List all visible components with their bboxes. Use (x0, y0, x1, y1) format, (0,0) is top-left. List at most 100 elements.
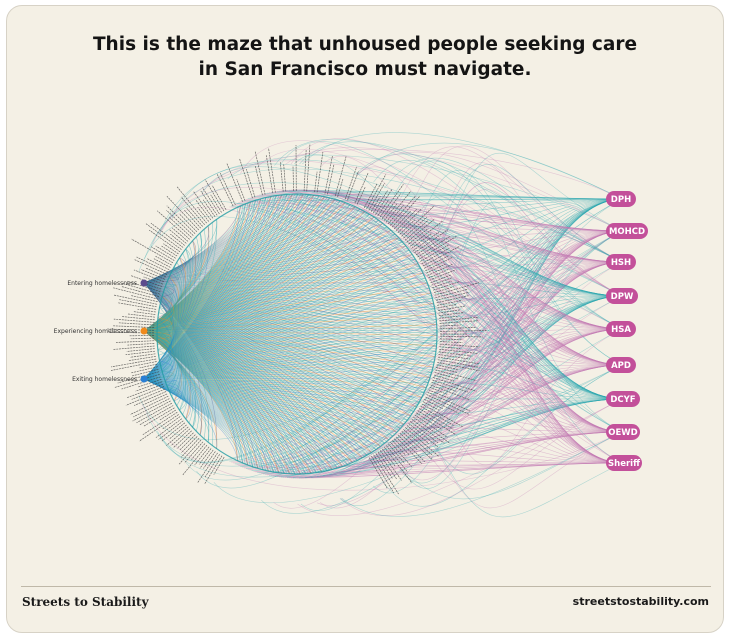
agency-node[interactable]: DCYF (606, 391, 640, 407)
service-label-mark (133, 311, 156, 315)
stage-link (143, 282, 437, 331)
agency-node[interactable]: MOHCD (606, 223, 648, 239)
agency-link (326, 192, 623, 263)
stage-link (143, 205, 241, 380)
service-label-mark (344, 166, 358, 200)
agency-node[interactable]: OEWD (606, 424, 640, 440)
stage-node[interactable]: Exiting homelessness (72, 375, 148, 384)
service-label-mark (334, 156, 347, 197)
stage-link (143, 378, 404, 425)
service-label-mark (114, 373, 160, 388)
stage-link (143, 378, 317, 473)
agency-link (383, 198, 623, 450)
stage-link (143, 265, 420, 332)
service-label-mark (153, 258, 171, 268)
service-label-mark (425, 396, 459, 414)
stage-link (143, 301, 174, 332)
stage-link (143, 330, 431, 378)
stage-link (143, 378, 301, 475)
agency-link (318, 230, 623, 477)
service-label-mark (426, 394, 470, 415)
agency-link (428, 274, 623, 433)
outer-link (227, 154, 623, 232)
service-label-mark (130, 353, 156, 358)
stage-link (143, 248, 191, 284)
stage-link (143, 378, 322, 472)
service-label-mark (145, 267, 167, 278)
service-label-mark (381, 193, 401, 220)
agency-link (362, 398, 623, 463)
website-url[interactable]: streetstostability.com (572, 595, 709, 608)
agency-link (265, 193, 623, 400)
stage-link (143, 266, 183, 380)
agency-link (437, 230, 623, 304)
outer-link (274, 138, 623, 263)
outer-link (152, 206, 623, 464)
stage-link (143, 199, 336, 380)
service-label-mark (113, 325, 155, 328)
agency-label: APD (611, 361, 631, 371)
stage-link (143, 245, 406, 380)
stage-link (143, 197, 267, 284)
stage-link (143, 200, 341, 380)
outer-link (302, 132, 623, 200)
agency-link (406, 198, 623, 241)
stage-link (143, 330, 425, 393)
stage-node[interactable]: Entering homelessness (67, 279, 148, 288)
outer-link (455, 201, 623, 366)
agency-label: Sheriff (608, 459, 640, 469)
service-label-mark (420, 405, 455, 427)
service-label-mark (197, 206, 210, 222)
service-label-mark (422, 401, 440, 411)
agency-link (407, 425, 623, 464)
agency-link (357, 295, 623, 465)
stage-link (143, 194, 309, 380)
stage-link (143, 219, 379, 284)
service-label-mark (327, 164, 335, 195)
stage-link (143, 245, 406, 332)
service-label-mark (438, 351, 473, 357)
outer-link (431, 431, 623, 509)
stage-link (143, 330, 218, 449)
agency-node[interactable]: Sheriff (606, 455, 642, 471)
agency-link (384, 219, 623, 400)
agency-link (353, 201, 623, 400)
agency-label: DPH (611, 195, 631, 205)
service-label-mark (161, 245, 178, 257)
agency-link (338, 195, 623, 366)
stage-node[interactable]: Experiencing homelessness (54, 327, 148, 336)
stage-link (143, 330, 436, 352)
stage-link (143, 378, 186, 411)
agency-node[interactable]: HSA (606, 321, 636, 337)
stage-link (143, 377, 431, 380)
agency-link (440, 330, 623, 366)
agency-node[interactable]: DPH (606, 191, 636, 207)
agency-link (437, 364, 623, 400)
stage-link (143, 252, 411, 332)
agency-link (438, 306, 623, 464)
outer-link (399, 230, 623, 484)
service-label-mark (127, 343, 155, 346)
service-label-mark (438, 354, 471, 360)
agency-link (338, 261, 623, 473)
agency-link (328, 193, 623, 232)
agency-link (290, 189, 623, 263)
stage-link (143, 197, 267, 380)
stage-link (143, 330, 437, 347)
agency-link (398, 230, 623, 437)
stage-link (143, 241, 403, 332)
agency-link (316, 198, 623, 477)
agency-pill (606, 321, 636, 337)
stage-link (143, 312, 173, 332)
service-label-mark (366, 174, 387, 210)
service-label-mark (176, 432, 194, 449)
agency-link (282, 230, 623, 478)
agency-node[interactable]: APD (606, 357, 636, 373)
service-label-mark (179, 213, 198, 233)
service-label-mark (314, 171, 318, 193)
agency-node[interactable]: HSH (606, 254, 636, 270)
outer-link (340, 398, 623, 516)
agency-link (418, 256, 623, 464)
agency-node[interactable]: DPW (606, 288, 638, 304)
stage-link (143, 258, 416, 332)
